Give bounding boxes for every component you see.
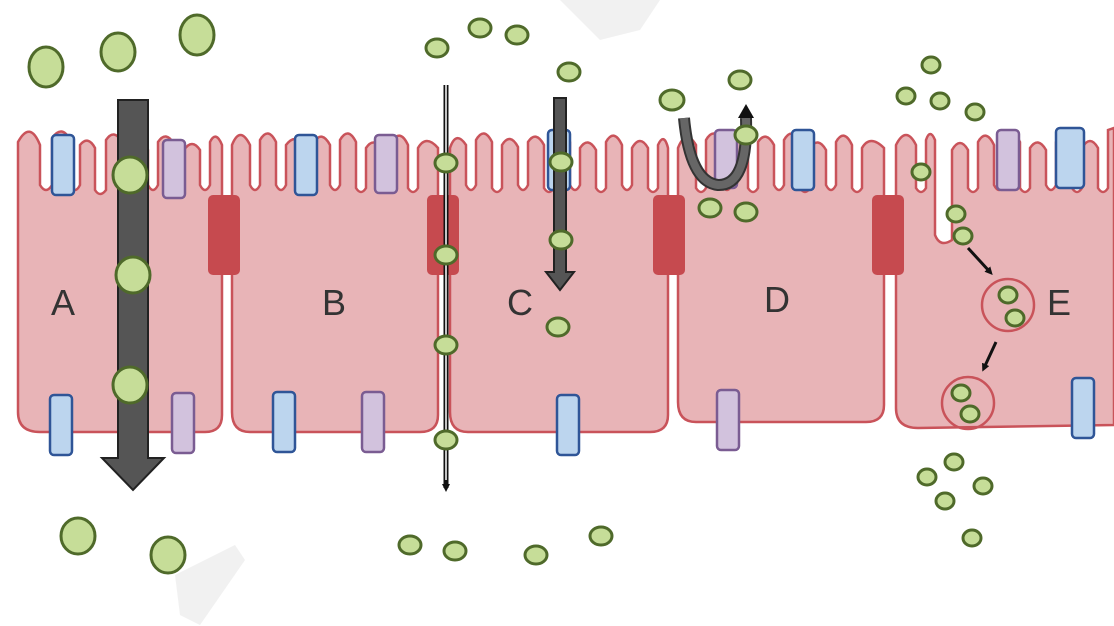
particle (961, 406, 979, 422)
particle (974, 478, 992, 494)
particle (101, 33, 135, 71)
particle (113, 157, 147, 193)
particle (1006, 310, 1024, 326)
cell-label-c: C (507, 282, 533, 323)
particle (435, 154, 457, 172)
particle (947, 206, 965, 222)
particle (550, 231, 572, 249)
cell-label-b: B (322, 282, 346, 323)
particle (426, 39, 448, 57)
apical-transporter (1056, 128, 1084, 188)
particle (912, 164, 930, 180)
basolateral-transporter (50, 395, 72, 455)
basolateral-transporter (557, 395, 579, 455)
particle (506, 26, 528, 44)
basolateral-transporter (1072, 378, 1094, 438)
particle (61, 518, 95, 554)
particle (735, 203, 757, 221)
particle (399, 536, 421, 554)
particle (180, 15, 214, 55)
particle (116, 257, 150, 293)
tight-junction (872, 195, 904, 275)
particle (945, 454, 963, 470)
particle (936, 493, 954, 509)
tight-junction (653, 195, 685, 275)
cell-label-e: E (1047, 282, 1071, 323)
basolateral-transporter (273, 392, 295, 452)
apical-transporter (375, 135, 397, 193)
basolateral-transporter (717, 390, 739, 450)
particle (922, 57, 940, 73)
particle (525, 546, 547, 564)
particle (435, 246, 457, 264)
tight-junction (208, 195, 240, 275)
apical-transporter (792, 130, 814, 190)
particle (735, 126, 757, 144)
particle (151, 537, 185, 573)
particle (699, 199, 721, 217)
particle (444, 542, 466, 560)
apical-transporter (997, 130, 1019, 190)
particle (660, 90, 684, 110)
particle (954, 228, 972, 244)
particle (547, 318, 569, 336)
particle (918, 469, 936, 485)
particle (966, 104, 984, 120)
apical-transporter (163, 140, 185, 198)
particle (435, 431, 457, 449)
particle (590, 527, 612, 545)
cell-label-a: A (51, 282, 75, 323)
particle (931, 93, 949, 109)
apical-transporter (52, 135, 74, 195)
particle (558, 63, 580, 81)
basolateral-transporter (362, 392, 384, 452)
particle (897, 88, 915, 104)
particle (952, 385, 970, 401)
particle (550, 153, 572, 171)
particle (113, 367, 147, 403)
particle (963, 530, 981, 546)
cell-label-d: D (764, 279, 790, 320)
particle (29, 47, 63, 87)
apical-transporter (295, 135, 317, 195)
particle (729, 71, 751, 89)
particle (469, 19, 491, 37)
particle (435, 336, 457, 354)
basolateral-transporter (172, 393, 194, 453)
particle (999, 287, 1017, 303)
